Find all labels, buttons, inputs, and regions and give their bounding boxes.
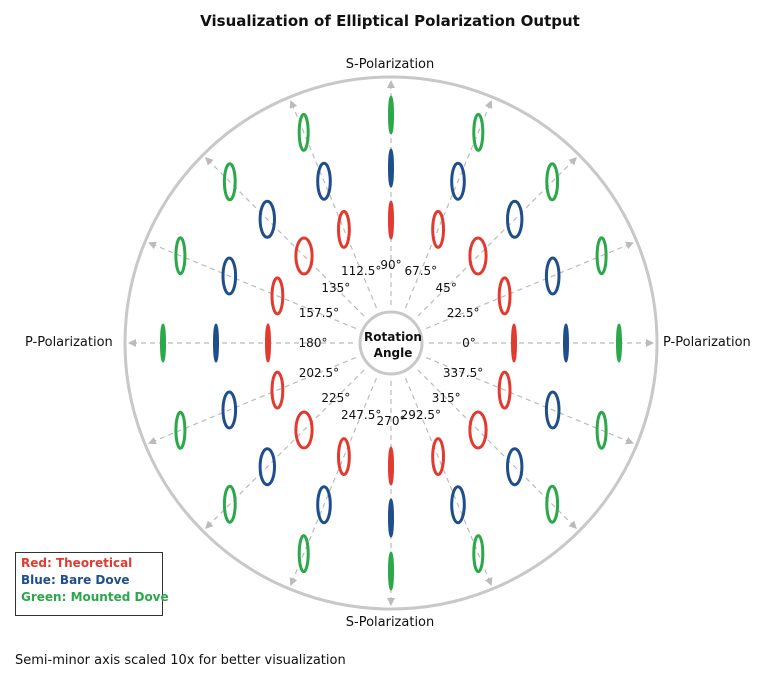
guide-line-292-5 <box>404 377 493 586</box>
guide-line-315 <box>417 369 577 529</box>
theoretical-ellipse-292-5 <box>431 437 446 477</box>
theoretical-ellipse-90 <box>388 200 394 240</box>
legend-item-theoretical: Red: Theoretical <box>21 556 133 570</box>
mounted-dove-ellipse-337-5 <box>595 410 608 450</box>
angle-label-135: 135° <box>321 281 350 295</box>
theoretical-ellipse-45 <box>468 236 488 276</box>
mounted-dove-ellipse-202-5 <box>174 410 187 450</box>
mounted-dove-ellipse-315 <box>545 484 560 524</box>
mounted-dove-ellipse-0 <box>616 323 622 363</box>
theoretical-ellipse-225 <box>294 410 314 450</box>
center-label-line1: Rotation <box>364 330 422 344</box>
angle-label-247-5: 247.5° <box>341 408 381 422</box>
bare-dove-ellipse-202-5 <box>221 390 238 430</box>
mounted-dove-ellipse-67-5 <box>472 112 485 152</box>
bare-dove-ellipse-67-5 <box>450 161 466 201</box>
legend-item-bare-dove: Blue: Bare Dove <box>21 573 130 587</box>
guide-line-67-5 <box>404 100 493 309</box>
angle-label-202-5: 202.5° <box>299 366 339 380</box>
mounted-dove-ellipse-270 <box>388 551 394 591</box>
bare-dove-ellipse-135 <box>258 199 276 239</box>
angle-label-180: 180° <box>299 336 328 350</box>
footnote: Semi-minor axis scaled 10x for better vi… <box>15 653 346 668</box>
bare-dove-ellipse-315 <box>506 447 524 487</box>
mounted-dove-ellipse-292-5 <box>472 534 485 574</box>
legend: Red: Theoretical Blue: Bare Dove Green: … <box>15 552 169 616</box>
mounted-dove-ellipse-45 <box>545 162 560 202</box>
angle-label-225: 225° <box>321 391 350 405</box>
theoretical-ellipse-270 <box>388 446 394 486</box>
guide-line-112-5 <box>289 100 378 309</box>
theoretical-ellipse-180 <box>265 323 271 363</box>
bare-dove-ellipse-112-5 <box>316 161 332 201</box>
angle-label-337-5: 337.5° <box>443 366 483 380</box>
bare-dove-ellipse-45 <box>506 199 524 239</box>
theoretical-ellipse-112-5 <box>337 209 351 249</box>
axis-label-bottom: S-Polarization <box>345 615 435 630</box>
theoretical-ellipse-157-5 <box>270 276 285 316</box>
axis-label-top: S-Polarization <box>345 57 435 72</box>
theoretical-ellipse-0 <box>511 323 517 363</box>
theoretical-ellipse-337-5 <box>497 370 512 410</box>
bare-dove-ellipse-225 <box>258 447 276 487</box>
mounted-dove-ellipse-157-5 <box>174 236 187 276</box>
guide-line-225 <box>205 369 365 529</box>
axis-label-left: P-Polarization <box>25 335 113 350</box>
angle-label-292-5: 292.5° <box>401 408 441 422</box>
guide-line-22-5 <box>425 241 634 330</box>
guide-line-247-5 <box>289 377 378 586</box>
mounted-dove-ellipse-90 <box>388 95 394 135</box>
guide-line-202-5 <box>148 356 357 445</box>
axis-label-right: P-Polarization <box>663 335 751 350</box>
guide-lines <box>128 80 654 606</box>
bare-dove-ellipse-270 <box>388 498 394 538</box>
angle-label-45: 45° <box>436 281 457 295</box>
angle-label-315: 315° <box>432 391 461 405</box>
angle-labels: 0° 22.5° 45° 67.5°90°112.5° 135° 157.5° 180° 20… <box>299 258 484 428</box>
center-circle <box>358 310 424 376</box>
angle-label-67-5: 67.5° <box>404 264 437 278</box>
outer-boundary-circle <box>123 75 659 611</box>
angle-label-157-5: 157.5° <box>299 306 339 320</box>
theoretical-ellipse-247-5 <box>337 437 351 477</box>
angle-label-270: 270° <box>377 414 406 428</box>
angle-label-112-5: 112.5° <box>341 264 381 278</box>
theoretical-ellipse-202-5 <box>270 370 285 410</box>
bare-dove-ellipse-337-5 <box>544 390 561 430</box>
bare-dove-ellipse-0 <box>563 323 569 363</box>
guide-line-157-5 <box>148 241 357 330</box>
bare-dove-ellipse-157-5 <box>221 256 238 296</box>
bare-dove-ellipse-180 <box>213 323 219 363</box>
mounted-dove-ellipse-135 <box>222 162 237 202</box>
mounted-dove-ellipse-112-5 <box>297 112 310 152</box>
legend-item-mounted-dove: Green: Mounted Dove <box>21 590 169 604</box>
guide-line-337-5 <box>425 356 634 445</box>
guide-line-135 <box>205 157 365 317</box>
bare-dove-ellipse-247-5 <box>316 485 332 525</box>
page-title: Visualization of Elliptical Polarization… <box>200 12 580 30</box>
mounted-dove-ellipse-247-5 <box>297 534 310 574</box>
center-label-line2: Angle <box>374 346 413 360</box>
mounted-dove-ellipse-22-5 <box>595 236 608 276</box>
angle-label-0: 0° <box>462 336 476 350</box>
ellipse-marks <box>160 95 622 591</box>
angle-label-90: 90° <box>380 258 401 272</box>
theoretical-ellipse-22-5 <box>497 276 512 316</box>
guide-line-45 <box>417 157 577 317</box>
angle-label-22-5: 22.5° <box>447 306 480 320</box>
theoretical-ellipse-315 <box>468 410 488 450</box>
theoretical-ellipse-67-5 <box>431 209 446 249</box>
mounted-dove-ellipse-225 <box>222 484 237 524</box>
theoretical-ellipse-135 <box>294 236 314 276</box>
bare-dove-ellipse-292-5 <box>450 485 466 525</box>
mounted-dove-ellipse-180 <box>160 323 166 363</box>
bare-dove-ellipse-22-5 <box>544 256 561 296</box>
bare-dove-ellipse-90 <box>388 148 394 188</box>
